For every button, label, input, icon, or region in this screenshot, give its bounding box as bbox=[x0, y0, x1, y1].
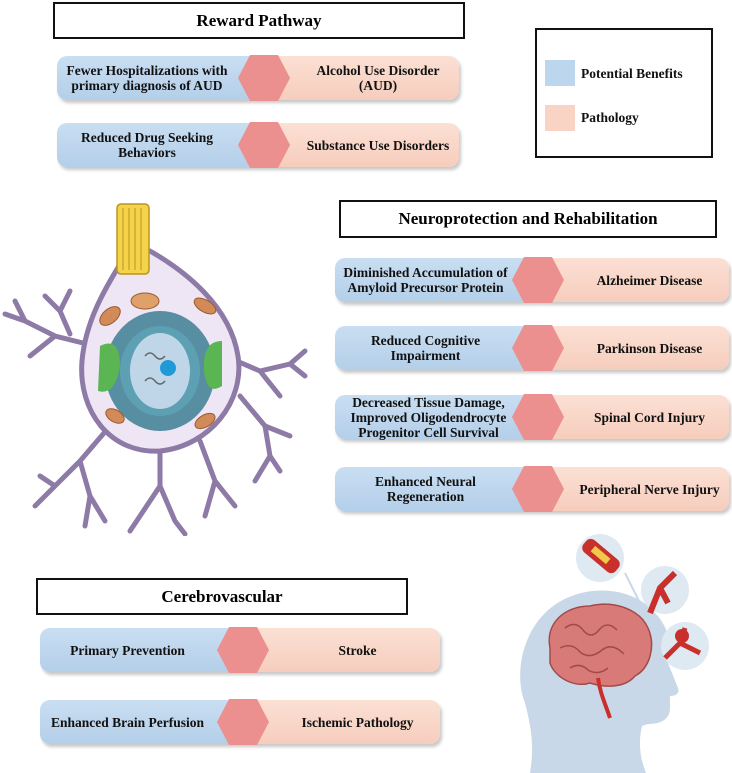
legend-benefits-swatch bbox=[545, 60, 575, 86]
neuro-row: Decreased Tissue Damage, Improved Oligod… bbox=[335, 394, 729, 440]
benefit-box: Enhanced Brain Perfusion bbox=[40, 700, 245, 744]
pathology-box: Alzheimer Disease bbox=[540, 258, 729, 302]
benefit-box: Diminished Accumulation of Amyloid Precu… bbox=[335, 258, 540, 302]
hexagon-connector bbox=[512, 466, 564, 512]
hexagon-connector bbox=[238, 55, 290, 101]
dendrites bbox=[2, 288, 308, 536]
hexagon-connector bbox=[512, 325, 564, 371]
pathology-box: Substance Use Disorders bbox=[267, 123, 459, 167]
pathology-box: Spinal Cord Injury bbox=[540, 395, 729, 439]
vessel-blockage-icon bbox=[647, 570, 678, 615]
pathology-box: Alcohol Use Disorder (AUD) bbox=[267, 56, 459, 100]
nucleus bbox=[130, 333, 190, 409]
cerebrovascular-title: Cerebrovascular bbox=[36, 578, 408, 615]
benefit-box: Primary Prevention bbox=[40, 628, 245, 672]
hexagon-connector bbox=[512, 257, 564, 303]
hexagon-connector bbox=[217, 699, 269, 745]
neuron-illustration bbox=[2, 203, 308, 536]
hexagon-connector bbox=[512, 394, 564, 440]
axon-myelin bbox=[116, 203, 150, 275]
nucleolus bbox=[160, 360, 176, 376]
pathology-box: Ischemic Pathology bbox=[245, 700, 440, 744]
neuro-row: Diminished Accumulation of Amyloid Precu… bbox=[335, 257, 729, 303]
hexagon-connector bbox=[217, 627, 269, 673]
neuroprotection-title: Neuroprotection and Rehabilitation bbox=[339, 200, 717, 238]
benefit-box: Reduced Drug Seeking Behaviors bbox=[57, 123, 267, 167]
neuro-row: Reduced Cognitive Impairment Parkinson D… bbox=[335, 325, 729, 371]
cerebro-row: Enhanced Brain Perfusion Ischemic Pathol… bbox=[40, 699, 440, 745]
head-brain-illustration bbox=[520, 534, 709, 773]
brain bbox=[548, 603, 653, 687]
neuro-row: Enhanced Neural Regeneration Peripheral … bbox=[335, 466, 729, 512]
blood-vessel bbox=[596, 677, 612, 719]
legend-pathology-label: Pathology bbox=[581, 110, 639, 125]
reward-row: Fewer Hospitalizations with primary diag… bbox=[57, 55, 459, 101]
legend: Potential Benefits Pathology bbox=[535, 28, 713, 158]
legend-pathology-swatch bbox=[545, 105, 575, 131]
reward-pathway-title: Reward Pathway bbox=[53, 2, 465, 39]
benefit-box: Fewer Hospitalizations with primary diag… bbox=[57, 56, 267, 100]
hexagon-connector bbox=[238, 122, 290, 168]
benefit-box: Reduced Cognitive Impairment bbox=[335, 326, 540, 370]
reward-row: Reduced Drug Seeking Behaviors Substance… bbox=[57, 122, 459, 168]
pathology-box: Stroke bbox=[245, 628, 440, 672]
cerebro-row: Primary Prevention Stroke bbox=[40, 627, 440, 673]
pathology-box: Peripheral Nerve Injury bbox=[540, 467, 729, 511]
legend-benefits-label: Potential Benefits bbox=[581, 66, 683, 81]
benefit-box: Decreased Tissue Damage, Improved Oligod… bbox=[335, 395, 540, 440]
pathology-box: Parkinson Disease bbox=[540, 326, 729, 370]
benefit-box: Enhanced Neural Regeneration bbox=[335, 467, 540, 511]
